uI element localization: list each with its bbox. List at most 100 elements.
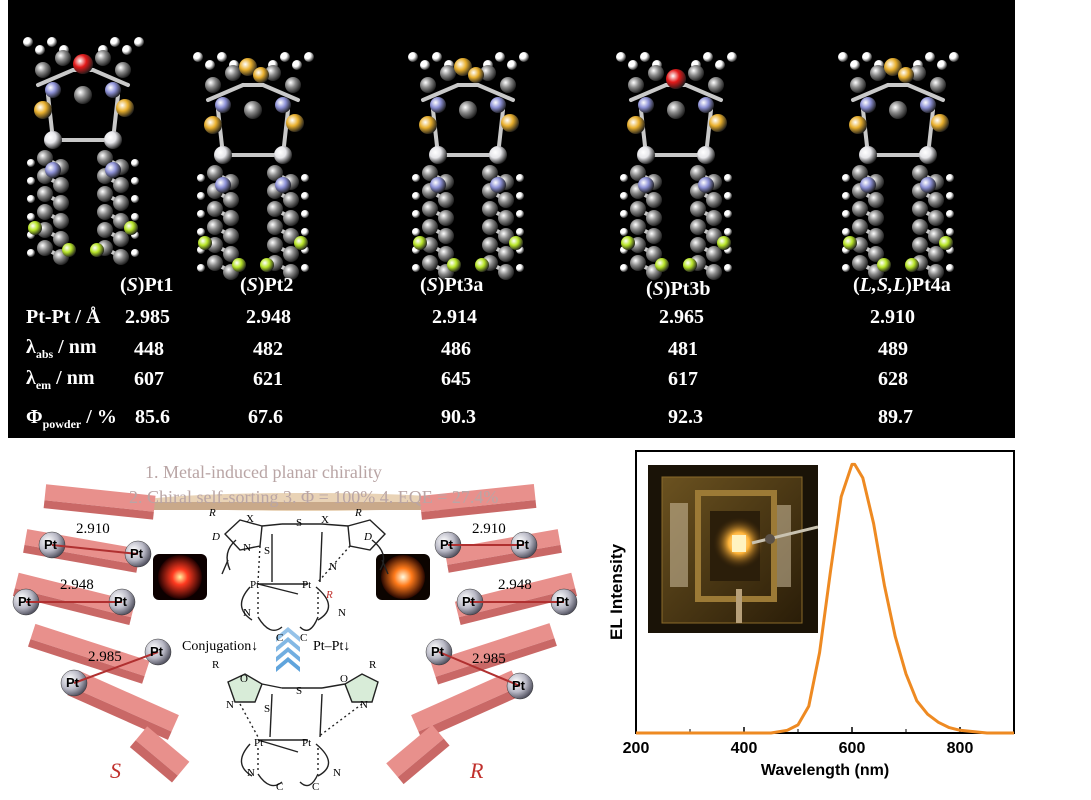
bond [206,83,245,102]
atom [842,210,850,218]
atom [193,52,203,62]
pt-atom-label: Pt [44,537,57,552]
atom [475,258,489,272]
atom [253,67,269,83]
atom [868,246,884,262]
row-label-phi: Φpowder / % [26,406,117,431]
atom [301,192,309,200]
atom [717,236,731,250]
distance-label: 2.910 [76,521,110,537]
x-tick-label: 200 [623,740,650,757]
atom [286,114,304,132]
atom [422,219,438,235]
chirality-label-r: R [470,758,484,783]
atom [949,52,959,62]
atom [708,77,724,93]
atom [868,192,884,208]
atom [122,45,132,55]
pt-atom-label: Pt [66,675,79,690]
cell-abs: 481 [668,338,698,360]
atom [850,60,860,70]
slab [43,484,156,520]
atom [454,58,472,76]
atom [724,264,732,272]
atom [877,258,891,272]
atom [131,177,139,185]
atom [53,177,69,193]
slab-side [458,588,578,626]
atom [706,246,722,262]
atom [223,210,239,226]
pt-atom-label: Pt [556,594,569,609]
atom [500,77,516,93]
chirality-label-s: S [110,758,121,783]
bond [684,83,723,102]
atom [131,195,139,203]
atom [482,219,498,235]
atom [690,219,706,235]
atom-label: S [264,545,271,557]
atom-label: S [264,703,271,715]
atom [620,210,628,218]
compound-name: (S)Pt3a [420,274,484,296]
atom [113,231,129,247]
atom [267,165,283,181]
atom [838,52,848,62]
bond-line [269,693,273,738]
atom [275,177,291,193]
atom [422,201,438,217]
atom [842,174,850,182]
atom [207,201,223,217]
atom [946,264,954,272]
atom [205,77,221,93]
cell-phi: 85.6 [135,406,170,428]
pt-pt-label: Pt–Pt↓ [313,639,351,654]
atom [919,146,937,164]
atom [432,52,442,62]
atom [27,177,35,185]
atom [648,65,664,81]
atom [868,228,884,244]
atom-label: O [240,673,248,685]
bond-path [224,519,263,551]
pt-pt-bond [438,651,521,687]
atom-label: N [329,561,337,573]
atom [197,192,205,200]
bond [91,68,130,87]
atom [37,150,53,166]
atom [412,264,420,272]
atom [113,195,129,211]
bond [906,83,945,102]
atom [724,192,732,200]
compound-name: (S)Pt1 [120,274,174,296]
plot-frame [635,450,1015,734]
spectrum-line [636,462,1014,735]
atom [928,246,944,262]
atom-label: R [326,589,333,601]
slab-face [135,726,190,776]
bond [36,68,75,87]
distance-label: 2.985 [472,651,506,667]
pt-atom-label: Pt [150,644,163,659]
row-label-abs: λabs / nm [26,336,97,361]
atom [280,52,290,62]
atom [860,177,876,193]
atom-label: N [243,542,251,554]
atom [683,258,697,272]
atom [225,65,241,81]
atom-label: N [360,699,368,711]
bond-line [257,545,261,583]
atom [898,67,914,83]
crystal-structure-panel: (S)Pt1 (S)Pt2 (S)Pt3a (S)Pt3b (L,S,L)Pt4… [8,0,1015,438]
atom [34,101,52,119]
slab-side [12,588,132,626]
atom [920,97,936,113]
slab-side [43,500,154,520]
atom [646,246,662,262]
atom [198,236,212,250]
atom [244,101,262,119]
atom [74,86,92,104]
atom-label: R [212,659,220,671]
atom [646,228,662,244]
atom [304,52,314,62]
